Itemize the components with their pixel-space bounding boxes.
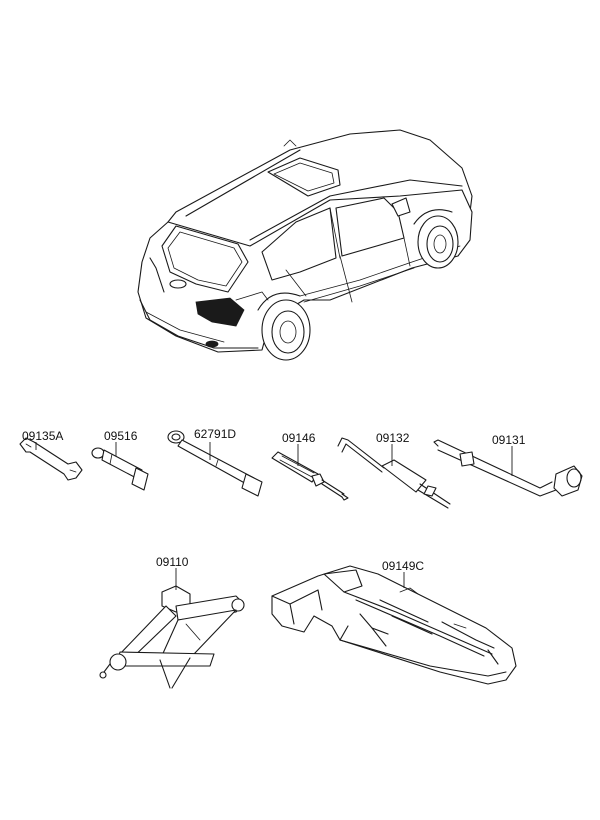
part-label-62791D: 62791D bbox=[194, 427, 236, 441]
part-label-09131: 09131 bbox=[492, 433, 526, 447]
socket-extension-illustration bbox=[91, 447, 149, 491]
wrench-illustration bbox=[19, 437, 83, 481]
screwdriver-illustration bbox=[271, 451, 349, 501]
part-label-09135A: 09135A bbox=[22, 429, 63, 443]
vehicle-illustration bbox=[137, 129, 473, 361]
part-label-09146: 09146 bbox=[282, 431, 316, 445]
part-label-09110: 09110 bbox=[156, 555, 189, 569]
part-label-09149C: 09149C bbox=[382, 559, 424, 573]
jack-handle-illustration bbox=[337, 437, 451, 509]
lug-wrench-illustration bbox=[433, 439, 583, 497]
part-label-09516: 09516 bbox=[104, 429, 138, 443]
tow-hook-illustration bbox=[167, 430, 263, 497]
tool-tray-illustration bbox=[271, 565, 517, 685]
part-label-09132: 09132 bbox=[376, 431, 410, 445]
scissor-jack-illustration bbox=[99, 585, 245, 689]
